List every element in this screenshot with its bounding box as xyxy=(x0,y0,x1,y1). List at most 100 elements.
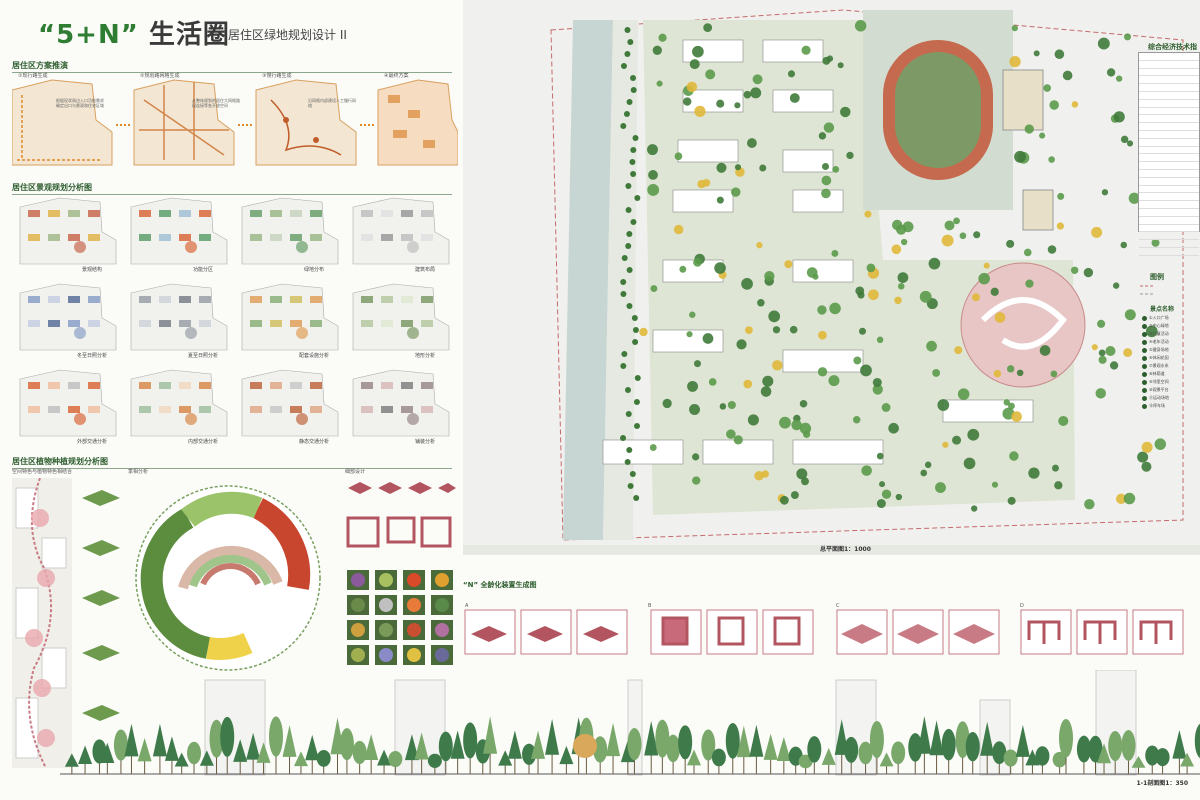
season-caption: 季相分析 xyxy=(128,469,149,475)
section-tree-16 xyxy=(256,742,271,774)
table-row xyxy=(1139,201,1199,209)
proto-letter-d: D xyxy=(1020,603,1024,609)
section-tree-75 xyxy=(965,732,980,774)
table-row xyxy=(1139,147,1199,155)
legend-label: ⑨邻里空间 xyxy=(1149,379,1169,384)
cap-9: 内部交通分析 xyxy=(187,439,218,445)
section-tree-69 xyxy=(891,741,906,774)
season-wheel xyxy=(128,478,338,678)
section-tree-20 xyxy=(305,734,320,774)
proto-letter-c: C xyxy=(836,603,840,609)
legend-dot-icon xyxy=(1142,347,1147,353)
section-tree-53 xyxy=(701,729,716,774)
plant-photo-11 xyxy=(431,620,453,640)
section-planting-heading: 居住区植物种植规划分析图 xyxy=(12,456,452,469)
legend-label: ②中心绿地 xyxy=(1149,323,1169,328)
table-row xyxy=(1139,53,1199,61)
section-tree-48 xyxy=(644,721,659,774)
section-tree-71 xyxy=(917,716,932,774)
section-tree-83 xyxy=(1059,718,1074,774)
legend-item: ④老年活动 xyxy=(1142,338,1198,346)
legend-dot-icon xyxy=(1142,315,1147,321)
step-1-label: ①现行路生成 xyxy=(18,73,48,79)
detail-svg xyxy=(346,482,456,548)
legend-dot-icon xyxy=(1142,323,1147,329)
legend-label: ③儿童活动 xyxy=(1149,331,1169,336)
analysis-map-7 xyxy=(352,283,450,351)
plant-photo-15 xyxy=(431,645,453,665)
table-row xyxy=(1139,170,1199,178)
cap-1: 功能分区 xyxy=(192,267,213,273)
plan-caption: 总平面图1：1000 xyxy=(820,546,871,553)
section-tree-26 xyxy=(377,749,392,774)
section-tree-29 xyxy=(414,732,429,774)
legend-item: ①入口广场 xyxy=(1142,314,1198,322)
legend-dot-icon xyxy=(1142,339,1147,345)
section-tree-36 xyxy=(498,750,513,774)
plant-photo-9 xyxy=(375,620,397,640)
legend-label: ⑫停车场 xyxy=(1149,403,1165,408)
section-tree-70 xyxy=(908,733,923,774)
plant-photo-13 xyxy=(375,645,397,665)
section-tree-10 xyxy=(187,741,202,774)
legend-item: ⑩观景平台 xyxy=(1142,386,1198,394)
analysis-map-3 xyxy=(352,197,450,265)
building-5 xyxy=(782,149,834,173)
legend-dot-icon xyxy=(1142,355,1147,361)
section-tree-11 xyxy=(199,750,214,774)
section-tree-81 xyxy=(1035,746,1050,774)
section-tree-19 xyxy=(293,751,308,774)
section-tree-21 xyxy=(316,750,331,774)
section-tree-59 xyxy=(776,736,791,774)
section-tree-23 xyxy=(339,728,354,774)
section-tree-51 xyxy=(678,725,693,774)
plant-photo-14 xyxy=(403,645,425,665)
master-plan xyxy=(463,0,1200,555)
section-tree-52 xyxy=(687,749,702,774)
proto-box-0 xyxy=(464,609,516,655)
title-quote-close: ” xyxy=(120,20,139,50)
table-row xyxy=(1139,61,1199,69)
section-tree-1 xyxy=(78,745,93,774)
legend-dot-icon xyxy=(1142,363,1147,369)
step-4-label: ④最终方案 xyxy=(384,73,409,79)
proto-box-6 xyxy=(836,609,888,655)
building-14 xyxy=(792,439,884,465)
section-tree-41 xyxy=(559,745,574,774)
section-tree-17 xyxy=(268,716,283,774)
building-6 xyxy=(672,189,734,213)
section-tree-37 xyxy=(507,730,522,774)
planting-left-caption: 空间特色与植物特色相结合 xyxy=(12,469,73,475)
proto-box-11 xyxy=(1132,609,1184,655)
building-9 xyxy=(792,259,854,283)
cap-8: 外部交通分析 xyxy=(76,439,107,445)
analysis-map-10 xyxy=(241,369,339,437)
proto-box-4 xyxy=(706,609,758,655)
detail-design xyxy=(340,478,458,678)
table-row xyxy=(1139,115,1199,124)
planting-strip-svg xyxy=(12,477,120,769)
title-core: 5+N xyxy=(56,20,121,50)
legend-item: ⑨邻里空间 xyxy=(1142,378,1198,386)
table-row xyxy=(1139,76,1199,85)
legend-label: ⑦景观水系 xyxy=(1149,363,1169,368)
proto-box-5 xyxy=(762,609,814,655)
section-tree-55 xyxy=(725,723,740,774)
step-1-map xyxy=(11,79,113,166)
section-tree-13 xyxy=(220,716,235,774)
section-tree-58 xyxy=(763,733,778,774)
section-tree-27 xyxy=(388,751,403,774)
cap-11: 铺装分析 xyxy=(414,439,435,445)
section-tree-54 xyxy=(711,748,726,774)
cap-3: 建筑布局 xyxy=(414,267,435,273)
legend-item: ⑪运动场地 xyxy=(1142,394,1198,402)
legend-dot-icon xyxy=(1142,379,1147,385)
section-elevation xyxy=(0,669,1200,780)
section-tree-35 xyxy=(483,716,498,774)
plant-photo-7 xyxy=(431,595,453,615)
section-tree-25 xyxy=(364,734,379,774)
step-2-map xyxy=(133,79,235,166)
legend-label: ⑪运动场地 xyxy=(1149,395,1169,400)
analysis-maps xyxy=(19,197,450,437)
proto-box-8 xyxy=(948,609,1000,655)
